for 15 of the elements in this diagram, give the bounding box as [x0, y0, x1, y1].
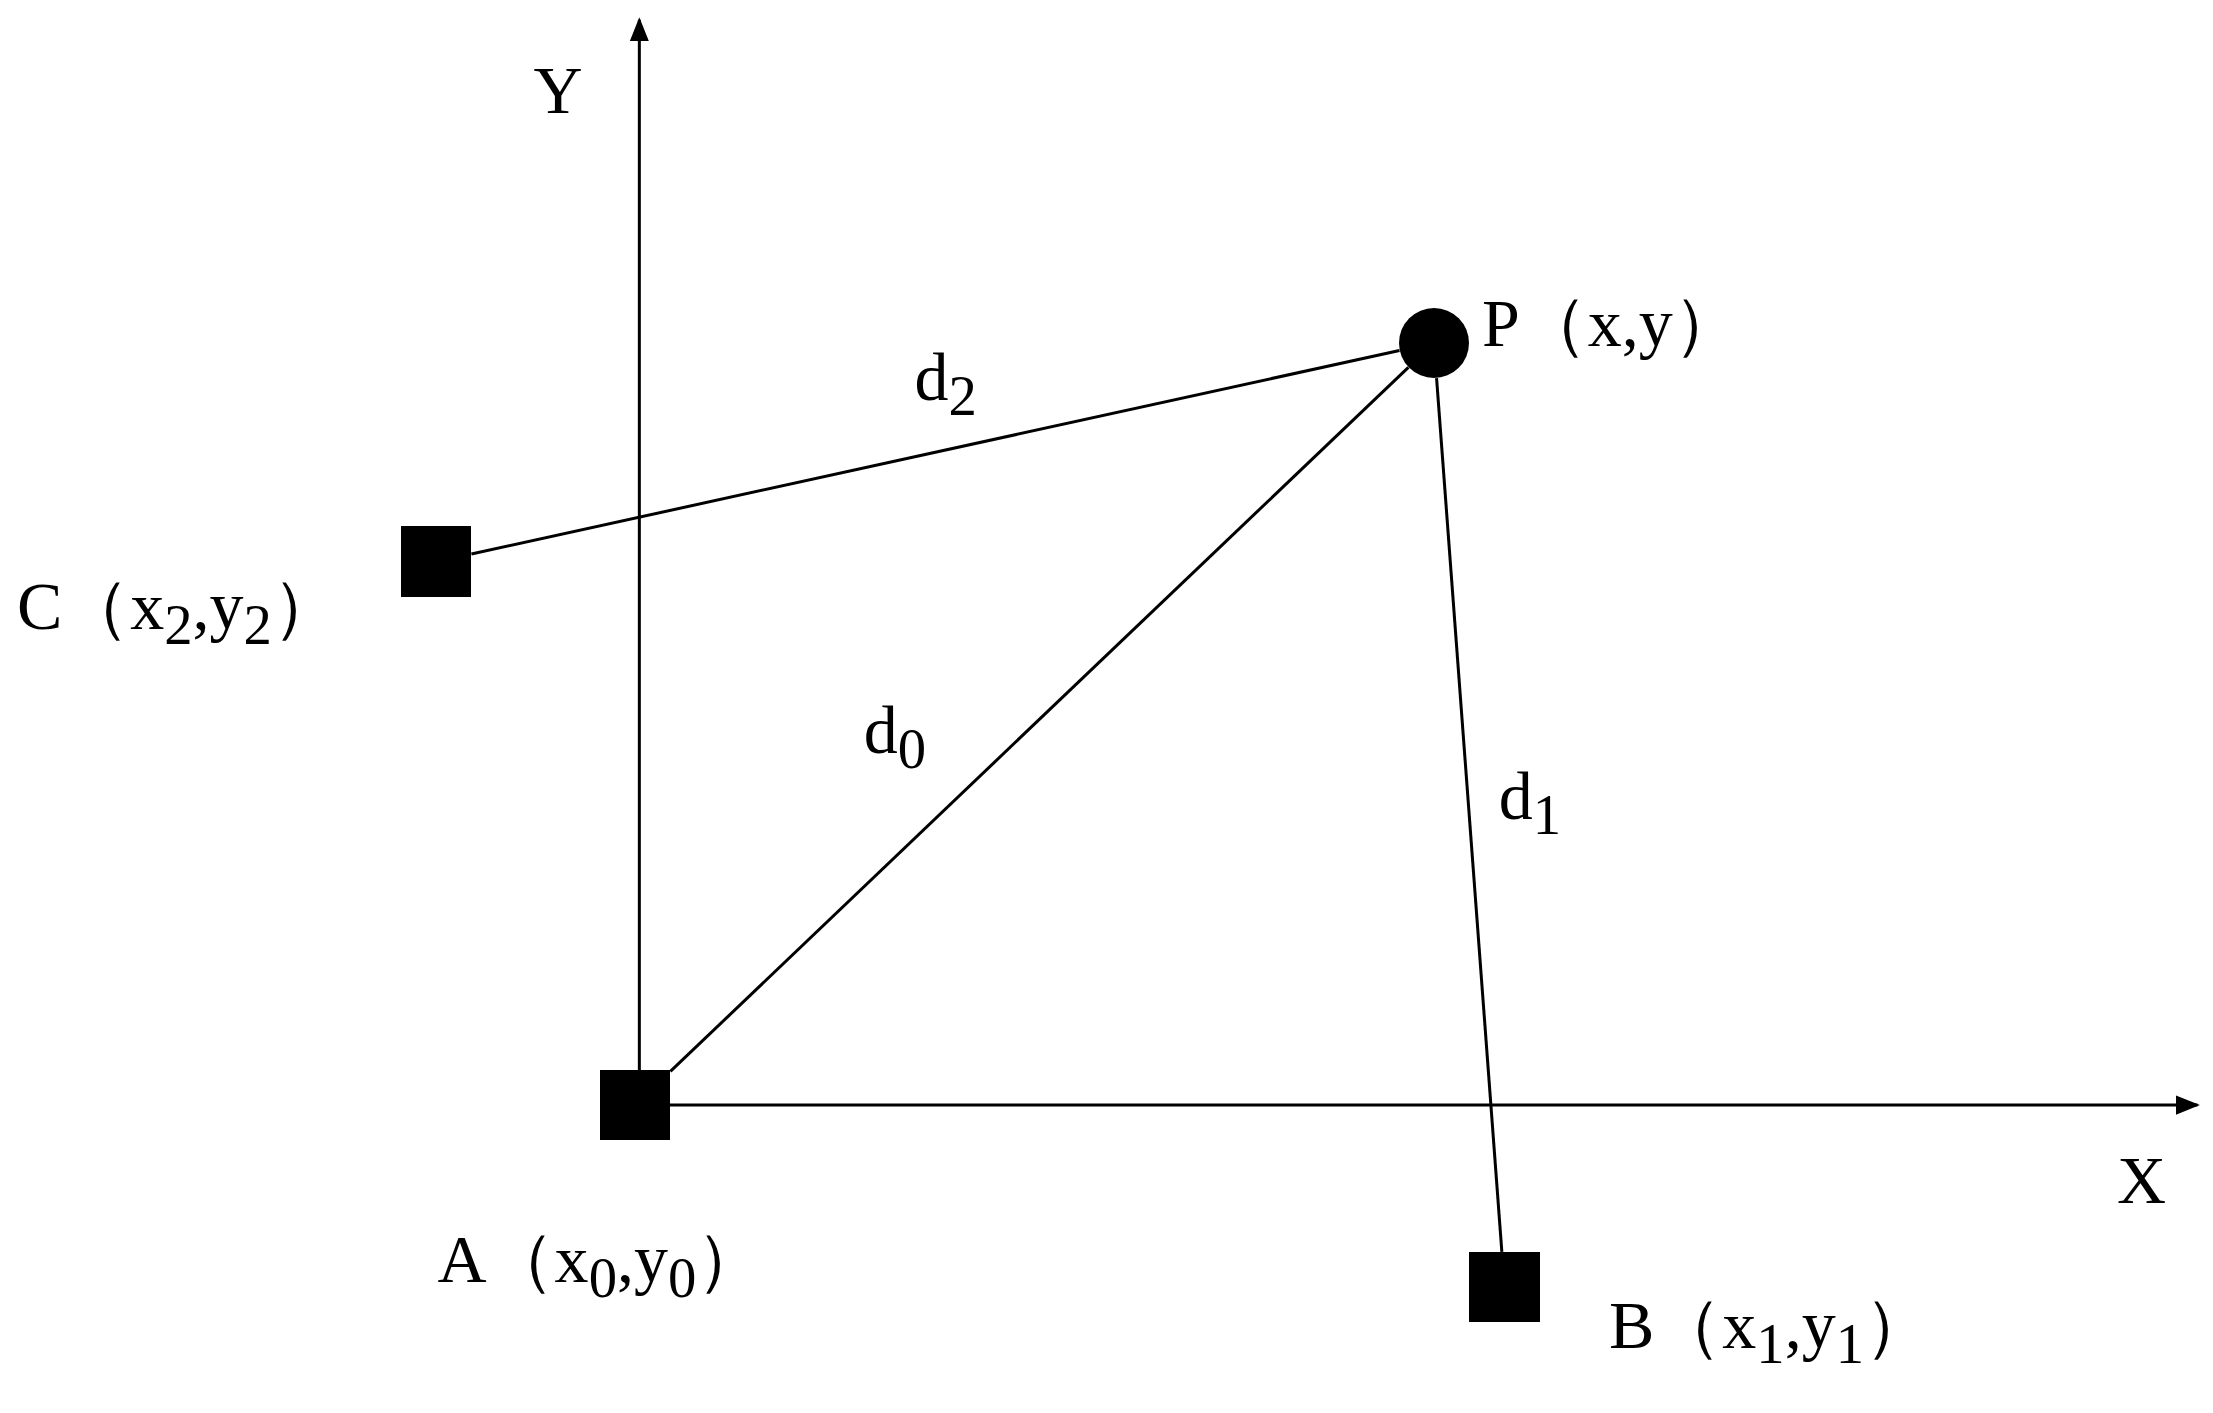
- point-label: C（x$_{2}$,y$_{2}$）: [16, 571, 340, 653]
- connector-line: [471, 349, 1400, 556]
- point-label: A（x$_{0}$,y$_{0}$）: [437, 1225, 765, 1307]
- edge-label: d$_{1}$: [1498, 762, 1562, 844]
- square-marker: [599, 1069, 671, 1141]
- square-marker: [1469, 1251, 1540, 1323]
- square-marker: [400, 526, 472, 597]
- connector-line: [1435, 378, 1504, 1252]
- connector-line: [669, 366, 1410, 1073]
- edge-label: d$_{0}$: [863, 695, 927, 778]
- point-label: P（x,y）: [1481, 289, 1741, 358]
- axis-label: X: [2117, 1146, 2167, 1214]
- edge-label: d$_{2}$: [914, 342, 977, 425]
- axis-label: Y: [533, 56, 583, 125]
- point-label: B（x$_{1}$,y$_{1}$）: [1608, 1291, 1932, 1373]
